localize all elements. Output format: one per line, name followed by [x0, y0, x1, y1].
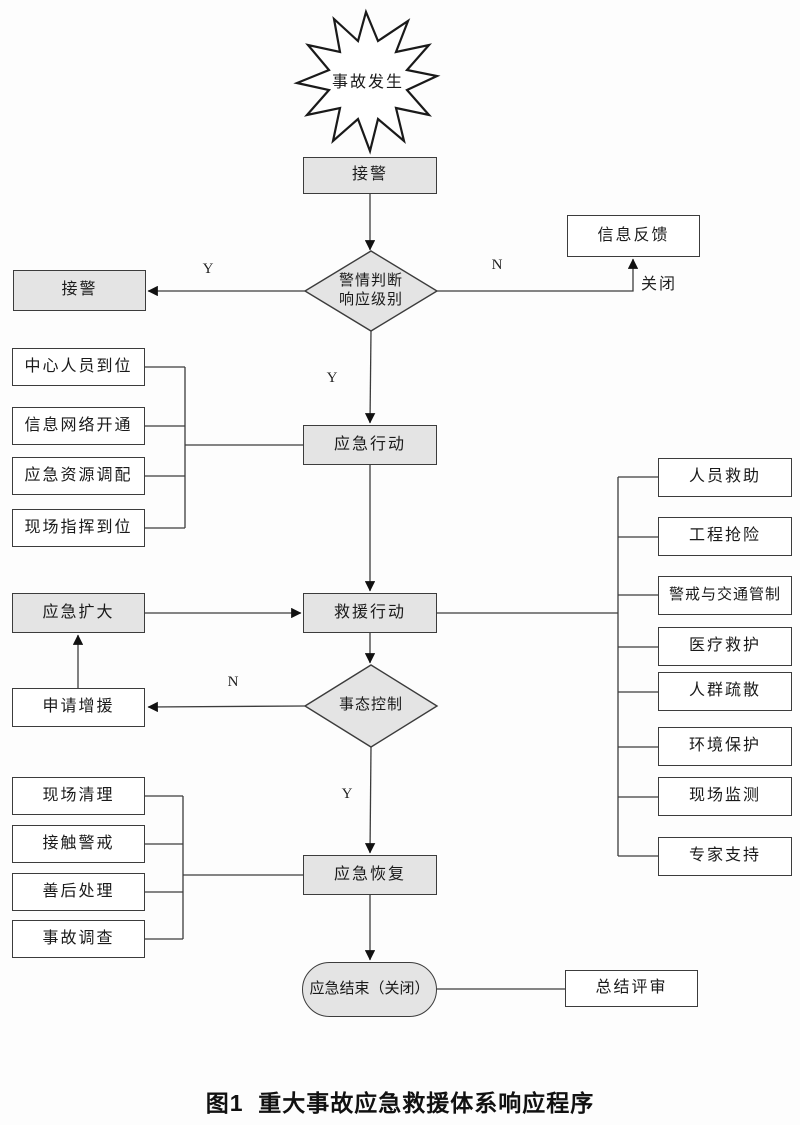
node-emergency-recovery: 应急恢复 [303, 855, 437, 895]
node-rescue-task: 工程抢险 [658, 517, 792, 556]
node-prep-task: 信息网络开通 [12, 407, 145, 445]
figure-title: 图1 重大事故应急救援体系响应程序 [205, 1090, 595, 1116]
node-accident-occurs: 事故发生 [331, 74, 404, 91]
node-info-feedback: 信息反馈 [567, 215, 700, 257]
decision-response-line1: 警情判断 [338, 272, 403, 289]
node-rescue-task: 人员救助 [658, 458, 792, 497]
node-rescue-task: 现场监测 [658, 777, 792, 816]
edge-label-yes-3: Y [341, 786, 353, 802]
node-recovery-task: 事故调查 [12, 920, 145, 958]
node-emergency-expand: 应急扩大 [12, 593, 145, 633]
edge-label-no-1: N [491, 257, 503, 273]
decision-response-line2: 响应级别 [338, 292, 403, 308]
node-prep-task: 现场指挥到位 [12, 509, 145, 547]
node-rescue-task: 环境保护 [658, 727, 792, 766]
edge-label-no-2: N [227, 674, 239, 690]
node-rescue-task: 人群疏散 [658, 672, 792, 711]
node-receive-alarm-left: 接警 [13, 270, 146, 311]
node-recovery-task: 善后处理 [12, 873, 145, 911]
node-summary-review: 总结评审 [565, 970, 698, 1007]
node-request-reinforcement: 申请增援 [12, 688, 145, 727]
node-decision-situation-control: 事态控制 [338, 697, 403, 714]
node-decision-response-level: 警情判断 响应级别 [311, 259, 431, 323]
connector-lines [72, 194, 658, 990]
node-recovery-task: 接触警戒 [12, 825, 145, 863]
node-rescue-task: 医疗救护 [658, 627, 792, 666]
decision-diamond-situation-control [303, 664, 439, 748]
node-receive-alarm: 接警 [303, 157, 437, 194]
edge-label-yes-2: Y [326, 370, 338, 386]
node-recovery-task: 现场清理 [12, 777, 145, 815]
node-rescue-task: 专家支持 [658, 837, 792, 876]
node-emergency-end: 应急结束（关闭） [302, 962, 437, 1017]
node-rescue-action: 救援行动 [303, 593, 437, 633]
edge-label-yes-1: Y [202, 261, 214, 277]
node-prep-task: 中心人员到位 [12, 348, 145, 386]
accident-starburst [293, 8, 441, 155]
node-emergency-action: 应急行动 [303, 425, 437, 465]
node-rescue-task: 警戒与交通管制 [658, 576, 792, 615]
edge-label-close: 关闭 [641, 276, 678, 293]
node-prep-task: 应急资源调配 [12, 457, 145, 495]
